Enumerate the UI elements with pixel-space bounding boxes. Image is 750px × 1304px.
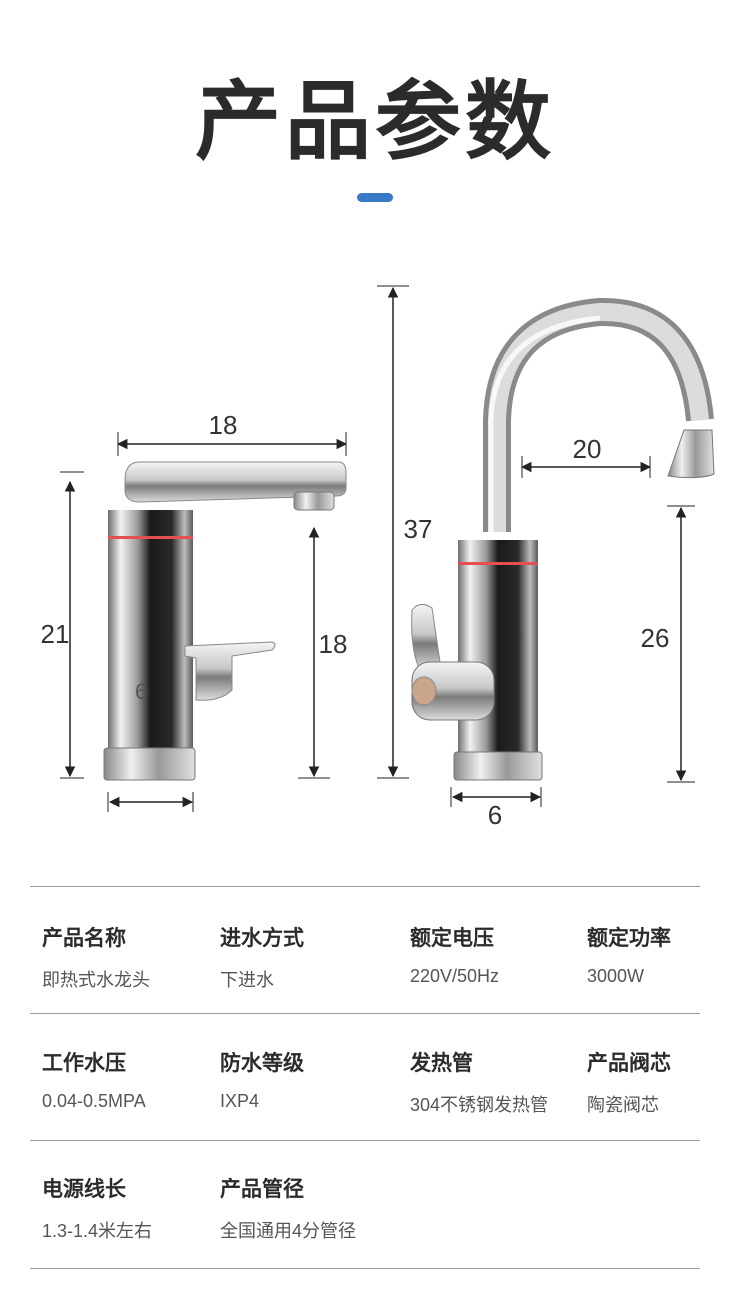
divider <box>30 1140 700 1141</box>
spec-label: 工作水压 <box>42 1051 126 1075</box>
divider <box>30 1013 700 1014</box>
spec-heating-tube: 发热管 304不锈钢发热管 <box>410 1047 548 1117</box>
spec-value: 陶瓷阀芯 <box>587 1095 659 1115</box>
divider <box>30 886 700 887</box>
spec-value: 1.3-1.4米左右 <box>42 1221 153 1241</box>
right-faucet <box>411 297 715 781</box>
spec-rated-voltage: 额定电压 220V/50Hz <box>410 922 499 987</box>
left-dimensions: 18 21 18 <box>41 410 348 812</box>
spec-pipe-diameter: 产品管径 全国通用4分管径 <box>220 1173 356 1243</box>
spec-value: 304不锈钢发热管 <box>410 1095 549 1115</box>
title-accent-bar <box>357 193 393 202</box>
spec-rated-power: 额定功率 3000W <box>587 922 671 987</box>
divider <box>30 1268 700 1269</box>
right-outlet-height-label: 26 <box>641 623 670 653</box>
spec-cord-length: 电源线长 1.3-1.4米左右 <box>42 1173 152 1243</box>
spec-product-name: 产品名称 即热式水龙头 <box>42 922 150 992</box>
right-dimensions: 37 20 26 6 <box>377 285 695 830</box>
left-total-height-label: 21 <box>41 619 70 649</box>
spec-label: 产品管径 <box>220 1177 304 1201</box>
spec-label: 发热管 <box>410 1051 473 1075</box>
right-total-height-label: 37 <box>404 514 433 544</box>
spec-value: 下进水 <box>220 970 274 990</box>
spec-waterproof-rating: 防水等级 IXP4 <box>220 1047 304 1112</box>
spec-value: 0.04-0.5MPA <box>42 1091 146 1111</box>
page-title: 产品参数 <box>195 72 555 172</box>
spec-value: 即热式水龙头 <box>42 970 150 990</box>
spec-label: 产品名称 <box>42 926 126 950</box>
left-faucet: 6 <box>103 461 347 781</box>
right-spout-reach-label: 20 <box>573 434 602 464</box>
left-outlet-height-label: 18 <box>319 629 348 659</box>
spec-value: 3000W <box>587 966 645 986</box>
svg-text:6: 6 <box>135 679 147 704</box>
spec-label: 进水方式 <box>220 926 304 950</box>
spec-value: 全国通用4分管径 <box>220 1221 357 1241</box>
spec-label: 产品阀芯 <box>587 1051 671 1075</box>
spec-label: 额定电压 <box>410 926 494 950</box>
spec-label: 防水等级 <box>220 1051 304 1075</box>
faucet-dimension-diagram: 6 18 21 18 <box>41 285 715 830</box>
left-spout-length-label: 18 <box>209 410 238 440</box>
spec-value: 220V/50Hz <box>410 966 500 986</box>
spec-label: 电源线长 <box>42 1177 126 1201</box>
spec-inlet-type: 进水方式 下进水 <box>220 922 304 992</box>
spec-working-pressure: 工作水压 0.04-0.5MPA <box>42 1047 146 1112</box>
spec-value: IXP4 <box>220 1091 260 1111</box>
spec-label: 额定功率 <box>587 926 671 950</box>
spec-valve-core: 产品阀芯 陶瓷阀芯 <box>587 1047 671 1117</box>
right-base-width-label: 6 <box>488 800 502 830</box>
